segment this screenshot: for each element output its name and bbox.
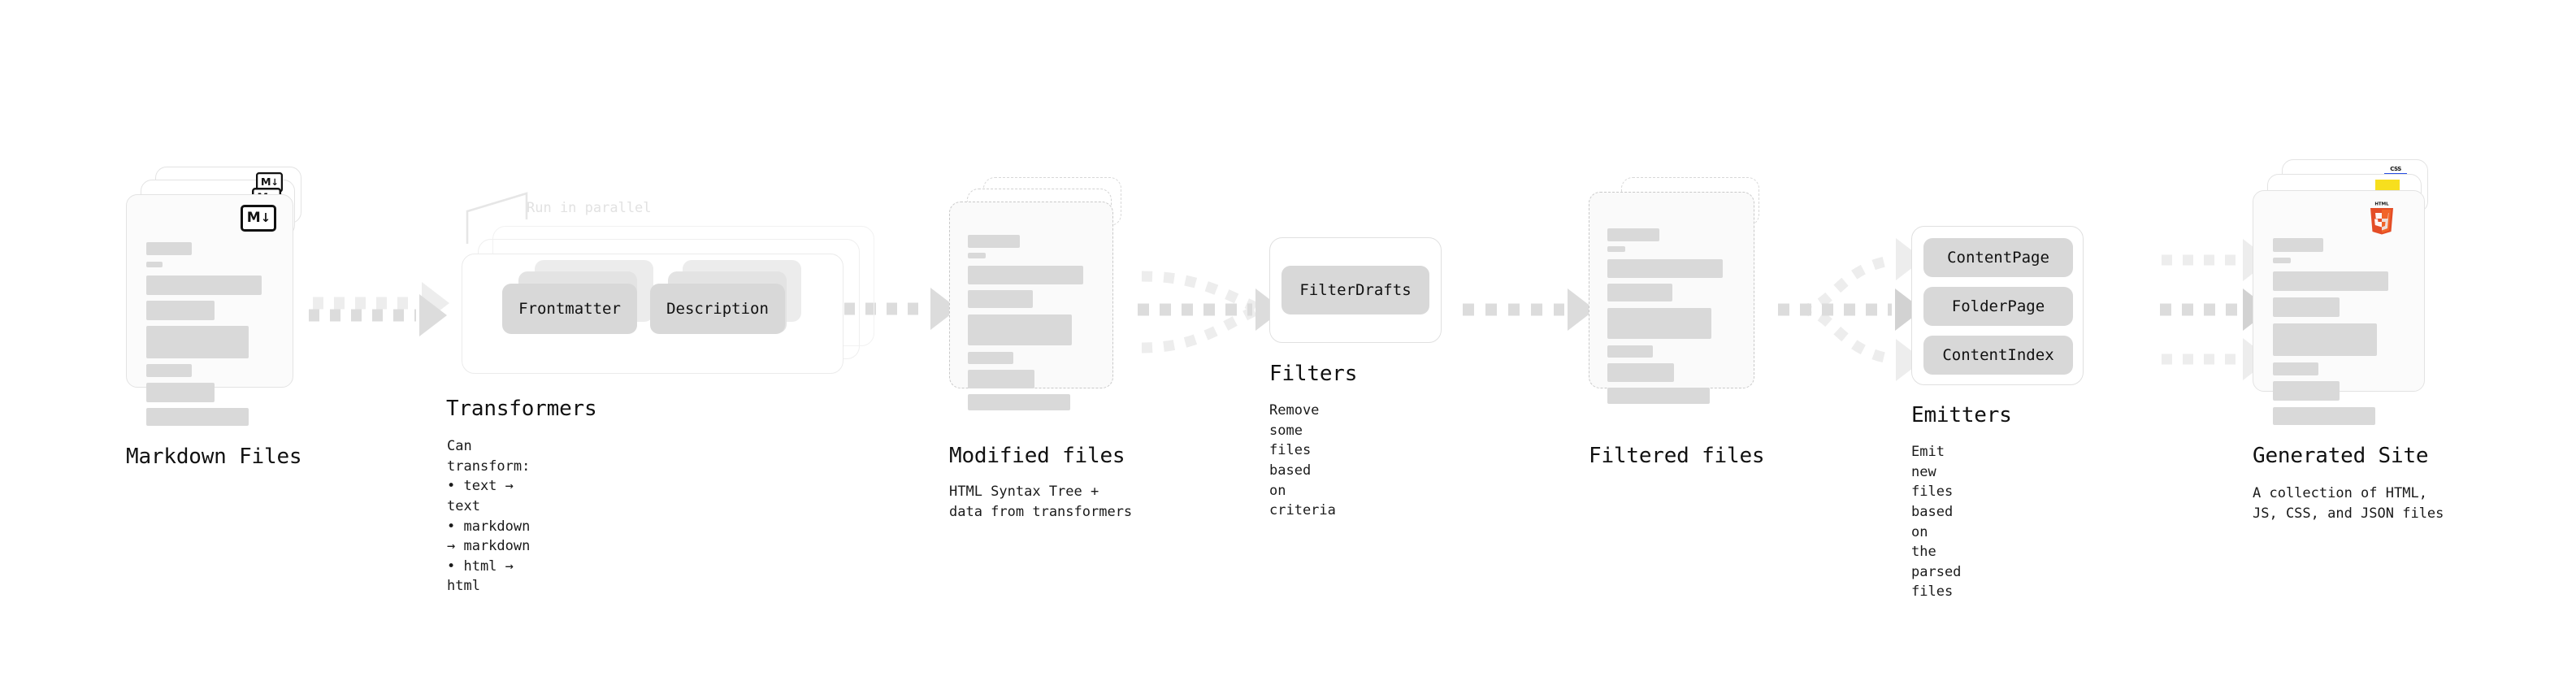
stage-title-markdown-files: Markdown Files bbox=[126, 445, 302, 469]
site-card-front: HTML bbox=[2253, 190, 2425, 425]
stage-filtered-files: Filtered files bbox=[1589, 177, 1776, 468]
site-file-stack: CSS HTML bbox=[2253, 159, 2448, 425]
doc-bar bbox=[146, 275, 262, 295]
doc-bar bbox=[146, 383, 215, 402]
doc-bar bbox=[968, 266, 1083, 284]
chip-filterdrafts-label: FilterDrafts bbox=[1299, 281, 1412, 299]
stage-title-emitters: Emitters bbox=[1911, 403, 2012, 427]
stage-markdown-files: M↓ M↓ M↓ Markdown Files bbox=[126, 167, 313, 469]
emitters-box[interactable]: ContentPage FolderPage ContentIndex bbox=[1911, 226, 2084, 385]
doc-bar bbox=[1607, 345, 1653, 358]
arrow-markdown-to-transformers bbox=[309, 282, 449, 336]
stage-subtitle-generated-site: A collection of HTML, JS, CSS, and JSON … bbox=[2253, 485, 2444, 522]
doc-bar bbox=[1607, 308, 1711, 339]
doc-bar bbox=[146, 242, 192, 255]
doc-bar bbox=[1607, 259, 1723, 278]
doc-bar bbox=[968, 352, 1013, 364]
chip-frontmatter[interactable]: Frontmatter bbox=[502, 284, 637, 334]
doc-bar bbox=[1607, 284, 1672, 301]
stage-subtitle-transformers: Can transform: • text → text • markdown … bbox=[447, 438, 531, 595]
stage-title-generated-site: Generated Site bbox=[2253, 444, 2429, 468]
chip-contentpage[interactable]: ContentPage bbox=[1923, 238, 2073, 277]
doc-bar bbox=[968, 314, 1072, 345]
doc-bar bbox=[968, 235, 1020, 248]
stage-title-filtered-files: Filtered files bbox=[1589, 444, 1765, 468]
css-badge-label: CSS bbox=[2384, 164, 2407, 173]
doc-bar bbox=[2273, 238, 2323, 252]
doc-bar bbox=[1607, 228, 1659, 241]
svg-text:HTML: HTML bbox=[2374, 202, 2389, 207]
doc-bar bbox=[2273, 271, 2388, 291]
chip-frontmatter-label: Frontmatter bbox=[518, 300, 621, 318]
doc-bar bbox=[146, 262, 163, 267]
chip-contentindex[interactable]: ContentIndex bbox=[1923, 336, 2073, 375]
filtered-card-front bbox=[1589, 192, 1754, 404]
doc-bar bbox=[968, 370, 1034, 388]
chip-description[interactable]: Description bbox=[650, 284, 785, 334]
doc-bar bbox=[968, 253, 986, 258]
stage-subtitle-filters: Remove some files based on criteria bbox=[1269, 402, 1336, 519]
markdown-card-front: M↓ bbox=[126, 194, 293, 426]
arrow-filtered-to-emitters bbox=[1778, 238, 1923, 381]
doc-bar bbox=[2273, 362, 2318, 375]
filters-box[interactable]: FilterDrafts bbox=[1269, 237, 1442, 343]
doc-bar bbox=[146, 408, 249, 426]
run-in-parallel-label: Run in parallel bbox=[527, 200, 652, 216]
chip-contentpage-label: ContentPage bbox=[1947, 249, 2049, 267]
doc-bar bbox=[2273, 297, 2340, 317]
stage-title-transformers: Transformers bbox=[446, 397, 597, 421]
chip-description-label: Description bbox=[666, 300, 769, 318]
doc-bar bbox=[968, 394, 1070, 410]
doc-bar bbox=[2273, 323, 2377, 356]
arrow-modified-to-filters bbox=[1138, 271, 1283, 354]
filtered-file-stack bbox=[1589, 177, 1776, 413]
chip-folderpage[interactable]: FolderPage bbox=[1923, 287, 2073, 326]
stage-modified-files: Modified files HTML Syntax Tree + data f… bbox=[949, 177, 1136, 520]
stage-title-filters: Filters bbox=[1269, 362, 1358, 386]
markdown-badge-back-arrow: ↓ bbox=[271, 176, 279, 188]
markdown-badge-arrow: ↓ bbox=[260, 210, 271, 225]
doc-bar bbox=[146, 301, 215, 320]
markdown-badge: M↓ bbox=[241, 205, 276, 232]
stage-title-modified-files: Modified files bbox=[949, 444, 1125, 468]
arrow-filters-to-filtered bbox=[1463, 288, 1595, 331]
doc-bar bbox=[2273, 407, 2375, 425]
stage-generated-site: CSS HTML bbox=[2253, 159, 2448, 522]
markdown-badge-m: M bbox=[246, 210, 261, 226]
doc-bar bbox=[2273, 381, 2340, 401]
doc-bar bbox=[968, 290, 1033, 308]
modified-card-front bbox=[949, 202, 1113, 410]
doc-bar bbox=[1607, 246, 1625, 252]
chip-folderpage-label: FolderPage bbox=[1951, 297, 2045, 315]
html5-badge: HTML bbox=[2370, 202, 2393, 235]
markdown-badge-back-m: M bbox=[260, 176, 271, 189]
chip-contentindex-label: ContentIndex bbox=[1942, 346, 2054, 364]
stage-subtitle-emitters: Emit new files based on the parsed files bbox=[1911, 444, 1962, 601]
markdown-file-stack: M↓ M↓ M↓ bbox=[126, 167, 313, 426]
modified-file-stack bbox=[949, 177, 1136, 413]
doc-bar bbox=[1607, 388, 1710, 404]
chip-filterdrafts[interactable]: FilterDrafts bbox=[1281, 266, 1429, 314]
doc-bar bbox=[2273, 258, 2291, 263]
doc-bar bbox=[1607, 363, 1674, 382]
doc-bar bbox=[146, 326, 249, 358]
doc-bar bbox=[146, 364, 192, 377]
stage-subtitle-modified-files: HTML Syntax Tree + data from transformer… bbox=[949, 484, 1133, 520]
